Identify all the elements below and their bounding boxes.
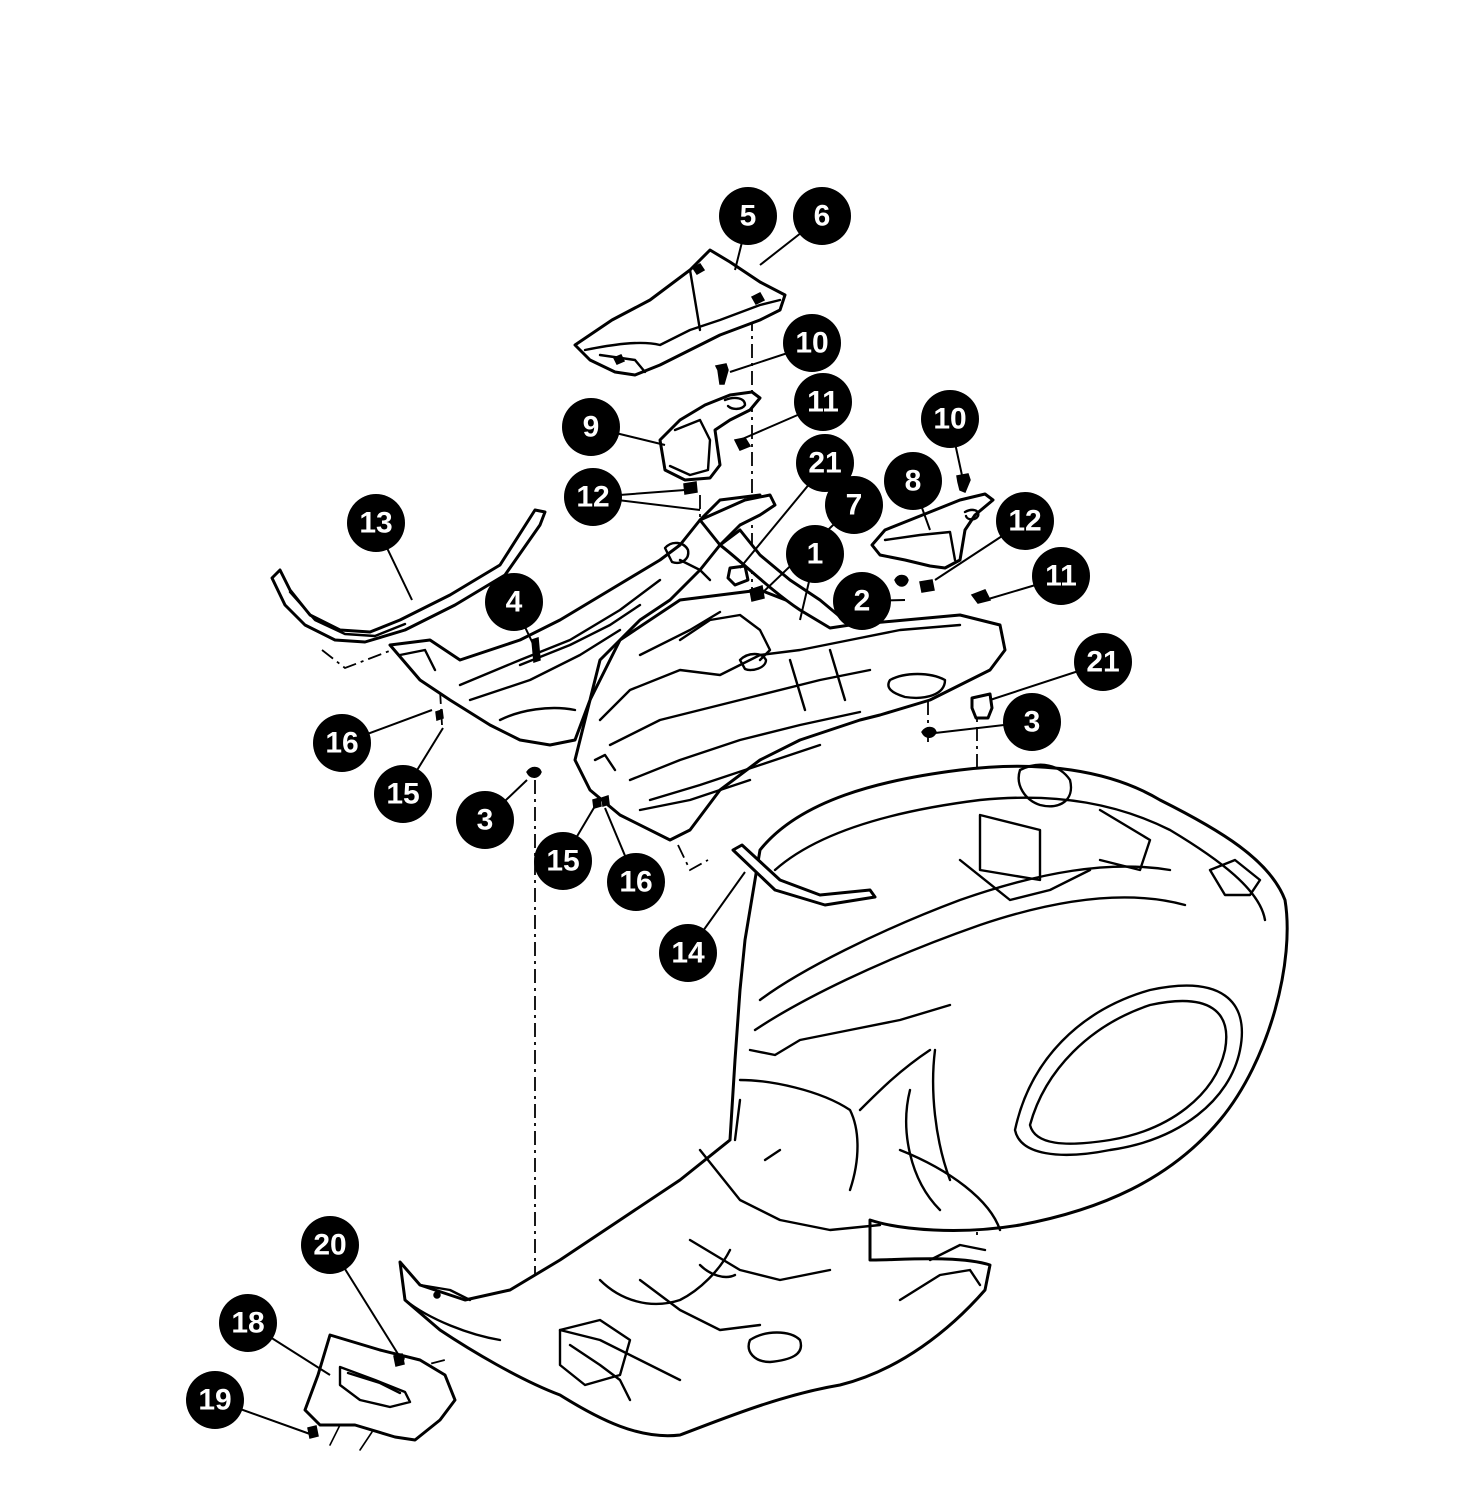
callout-21-top: 21 <box>796 434 854 492</box>
callout-11-top: 11 <box>794 373 852 431</box>
callout-18: 18 <box>219 1294 277 1352</box>
callout-12-left: 12 <box>564 468 622 526</box>
callout-16-left: 16 <box>313 714 371 772</box>
callout-10-top: 10 <box>783 314 841 372</box>
callout-3-left: 3 <box>456 791 514 849</box>
svg-text:21: 21 <box>808 447 841 480</box>
callout-13: 13 <box>347 494 405 552</box>
callout-9: 9 <box>562 398 620 456</box>
svg-text:21: 21 <box>1086 646 1119 679</box>
svg-text:1: 1 <box>807 538 824 571</box>
svg-text:7: 7 <box>846 489 863 522</box>
callout-1: 1 <box>786 525 844 583</box>
callout-15-left: 15 <box>374 765 432 823</box>
svg-text:3: 3 <box>1024 706 1041 739</box>
svg-text:2: 2 <box>854 585 871 618</box>
callout-12-right: 12 <box>996 492 1054 550</box>
svg-text:4: 4 <box>506 586 523 619</box>
callout-15-bottom: 15 <box>534 832 592 890</box>
svg-text:10: 10 <box>933 403 966 436</box>
svg-text:19: 19 <box>198 1384 231 1417</box>
svg-text:14: 14 <box>671 937 705 970</box>
callout-8: 8 <box>884 452 942 510</box>
callout-6: 6 <box>793 187 851 245</box>
callout-2: 2 <box>833 572 891 630</box>
callout-5: 5 <box>719 187 777 245</box>
svg-text:11: 11 <box>1045 560 1077 593</box>
callout-19: 19 <box>186 1371 244 1429</box>
front-shield-frame <box>398 763 1289 1438</box>
headset-cover-panel <box>573 248 787 377</box>
horn-grille-badge <box>303 1333 457 1451</box>
left-floor-trim-rail <box>270 508 547 644</box>
callout-20: 20 <box>301 1216 359 1274</box>
svg-text:8: 8 <box>905 465 922 498</box>
callout-11-right: 11 <box>1032 547 1090 605</box>
svg-text:16: 16 <box>325 727 358 760</box>
svg-text:6: 6 <box>814 200 831 233</box>
svg-text:3: 3 <box>477 804 494 837</box>
svg-text:15: 15 <box>546 845 579 878</box>
shield-trim-strip <box>731 843 877 907</box>
svg-text:10: 10 <box>795 327 828 360</box>
svg-text:9: 9 <box>583 411 600 444</box>
svg-text:13: 13 <box>359 507 392 540</box>
svg-text:20: 20 <box>313 1229 346 1262</box>
fasteners <box>307 363 994 1439</box>
svg-text:5: 5 <box>740 200 757 233</box>
svg-text:12: 12 <box>1008 505 1041 538</box>
svg-text:12: 12 <box>576 481 609 514</box>
svg-text:16: 16 <box>619 866 652 899</box>
svg-text:15: 15 <box>386 778 419 811</box>
svg-text:18: 18 <box>231 1307 264 1340</box>
callout-7: 7 <box>825 476 883 534</box>
callouts: 5 6 10 11 9 21 12 7 10 8 12 13 1 2 11 4 … <box>186 187 1132 1429</box>
callout-16-bottom: 16 <box>607 853 665 911</box>
callout-21-right: 21 <box>1074 633 1132 691</box>
left-glovebox-lid <box>658 390 762 482</box>
floorboard-panel <box>388 493 1007 842</box>
callout-4: 4 <box>485 573 543 631</box>
callout-3-right: 3 <box>1003 693 1061 751</box>
callout-10-right: 10 <box>921 390 979 448</box>
callout-14: 14 <box>659 924 717 982</box>
svg-text:11: 11 <box>807 386 839 419</box>
